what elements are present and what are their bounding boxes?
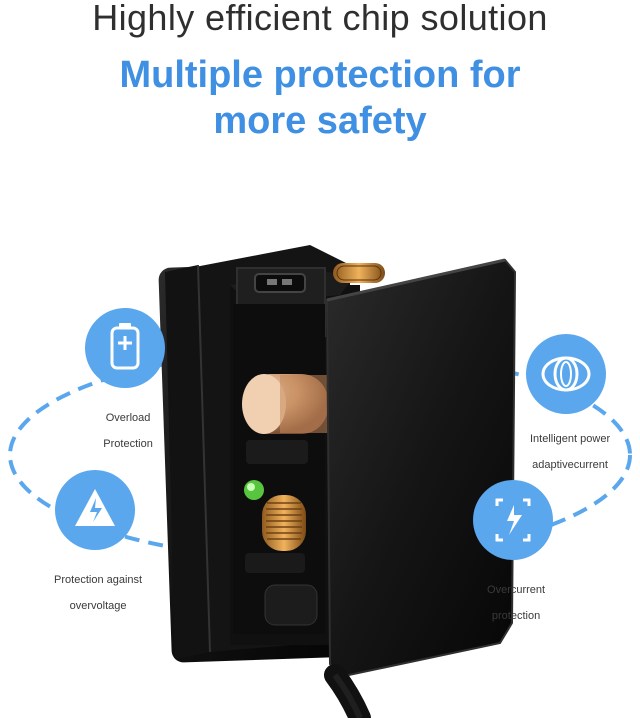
intelligent-power-label: Intelligent power adaptivecurrent	[530, 433, 611, 471]
protection-heading-line-1: Multiple protection for	[119, 54, 521, 96]
feature-intelligent-power	[526, 334, 606, 414]
protection-heading: Multiple protection for more safety	[0, 52, 640, 144]
overvoltage-protection-label: Protection against overvoltage	[54, 574, 143, 612]
battery-icon	[110, 323, 140, 370]
headline: Highly efficient chip solution	[92, 0, 548, 38]
overload-protection-label: Overload Protection	[103, 412, 153, 450]
chip-loop-icon	[541, 356, 591, 392]
lightning-frame-icon	[495, 498, 531, 542]
protection-heading-line-2: more safety	[213, 100, 427, 142]
feature-overvoltage-protection	[55, 470, 135, 550]
feature-overload-protection	[85, 308, 165, 388]
power-adapter-device	[158, 245, 517, 718]
feature-overcurrent-protection	[473, 480, 553, 560]
overcurrent-protection-label: Overcurrent protection	[487, 584, 546, 622]
warning-triangle-icon	[75, 489, 115, 526]
